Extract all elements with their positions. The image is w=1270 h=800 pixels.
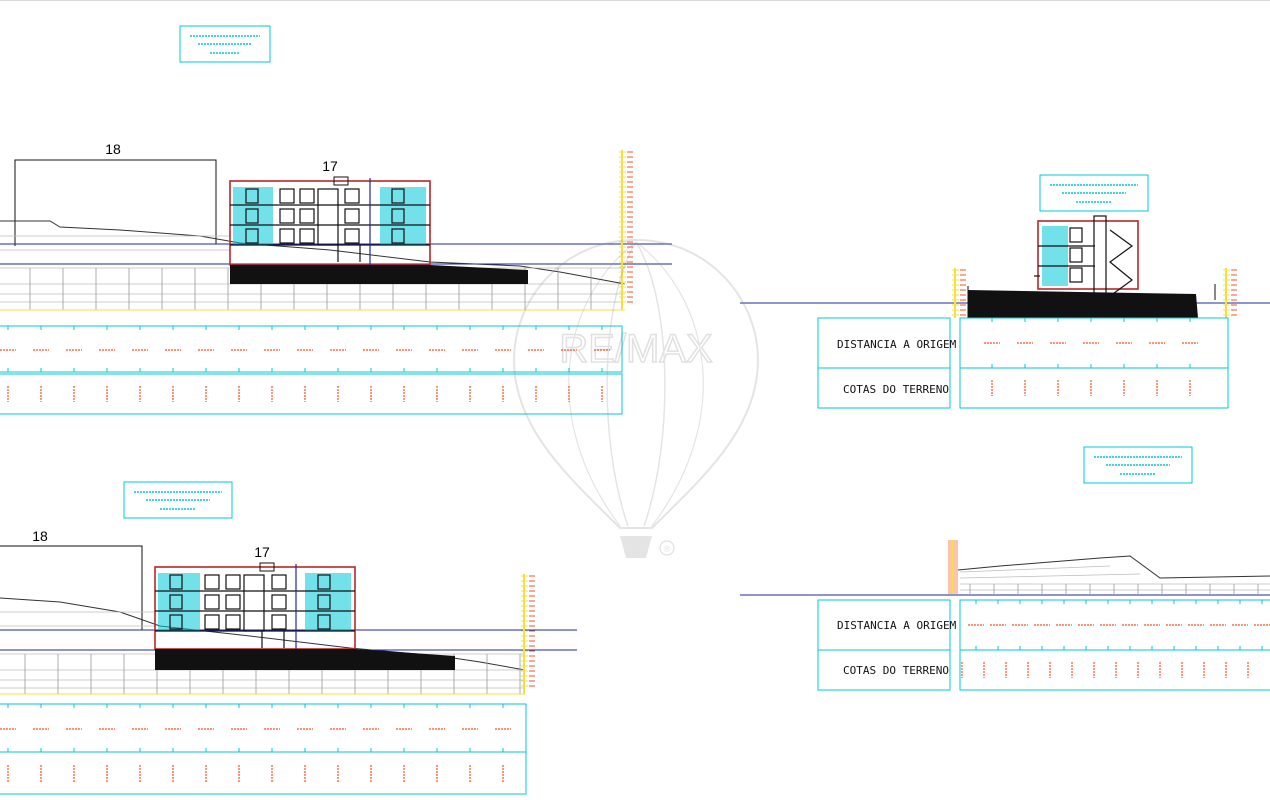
lot-17-label: 17 <box>254 544 270 560</box>
terrain-row-label: COTAS DO TERRENO <box>843 664 949 677</box>
title-stamp <box>1083 446 1193 484</box>
profile-bottom-left: 18 17 <box>0 481 577 795</box>
hot-air-balloon-icon: RE/MAX ® <box>512 238 760 558</box>
elevation-scale <box>619 150 633 310</box>
lot-18-label: 18 <box>32 528 48 544</box>
terrain-hatch <box>959 565 1270 591</box>
title-stamp <box>123 481 233 519</box>
building-section <box>154 562 455 670</box>
elevation-scale <box>521 574 535 694</box>
title-stamp <box>1039 174 1149 212</box>
profile-top-left: 18 17 <box>0 25 672 415</box>
terrain-row-label: COTAS DO TERRENO <box>843 383 949 396</box>
data-table <box>0 309 625 415</box>
distance-row-label: DISTANCIA A ORIGEM <box>837 619 957 632</box>
building-section <box>229 176 528 284</box>
title-stamp <box>179 25 271 63</box>
profile-bottom-right: DISTANCIA A ORIGEM COTAS DO TERRENO <box>740 446 1270 691</box>
watermark-registered: ® <box>664 544 671 554</box>
lot-18-label: 18 <box>105 141 121 157</box>
elevation-scale <box>952 268 1237 318</box>
elevation-scale <box>948 540 958 594</box>
building-section <box>967 215 1216 318</box>
watermark-brand: RE/MAX <box>559 327 712 371</box>
data-table: DISTANCIA A ORIGEM COTAS DO TERRENO <box>817 317 1229 409</box>
data-table <box>0 693 527 795</box>
profile-top-right: DISTANCIA A ORIGEM COTAS DO TERRENO <box>740 174 1270 409</box>
distance-row-label: DISTANCIA A ORIGEM <box>837 338 957 351</box>
data-table: DISTANCIA A ORIGEM COTAS DO TERRENO <box>817 599 1270 691</box>
lot-17-label: 17 <box>322 158 338 174</box>
